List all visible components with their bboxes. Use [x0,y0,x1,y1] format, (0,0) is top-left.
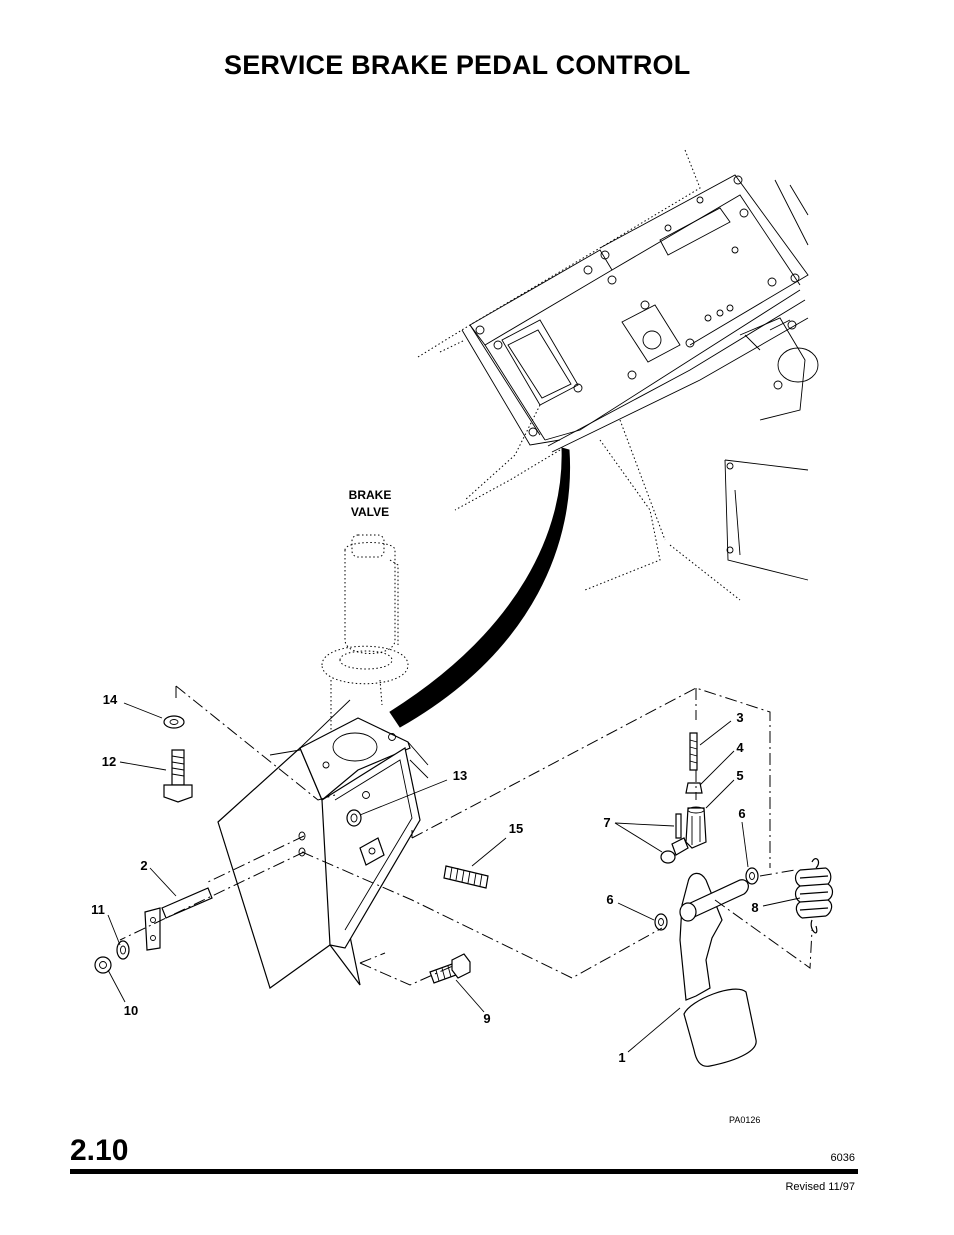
part-1-brake-pedal [679,872,757,1067]
callout-numbers: 1 2 3 4 5 6 6 7 8 9 10 11 12 13 14 15 [91,692,758,1065]
part-13-nut [346,809,362,827]
callout-14: 14 [103,692,118,707]
callout-15: 15 [509,821,523,836]
callout-12: 12 [102,754,116,769]
section-number: 2.10 [70,1134,129,1167]
callout-6-lower: 6 [606,892,613,907]
brake-valve-label-line2: VALVE [351,505,389,519]
callout-8: 8 [751,900,758,915]
part-15-stud [443,865,489,889]
part-12-bolt [163,749,193,803]
part-2-pivot-pin [144,887,213,951]
callout-3: 3 [736,710,743,725]
page-id: 6036 [830,1152,855,1164]
machine-frame [417,149,819,601]
part-6-washer-upper [745,867,759,885]
brake-valve-label-line1: BRAKE [349,488,392,502]
callout-5: 5 [736,768,743,783]
revision-date: Revised 11/97 [785,1181,855,1193]
part-9-bolt [429,953,471,984]
part-10-nut [94,956,112,974]
callout-11: 11 [91,902,105,917]
footer-rule [70,1169,858,1174]
callout-4: 4 [736,740,744,755]
callout-13: 13 [453,768,467,783]
figure-id: PA0126 [729,1115,761,1125]
part-14-lock-washer [163,715,185,729]
callout-6-upper: 6 [738,806,745,821]
part-7-clevis-pin [660,813,689,864]
callout-7: 7 [603,815,610,830]
callout-10: 10 [124,1003,138,1018]
part-11-lock-washer [116,940,130,960]
part-3-threaded-rod [689,732,698,771]
callout-leaders [107,702,801,1053]
part-5-clevis [685,806,707,849]
brake-valve [321,534,409,760]
phantom-assembly-lines [119,685,813,986]
part-4-nut [685,782,703,794]
part-6-washer-lower [654,913,668,931]
mounting-bracket [217,699,429,989]
callout-1: 1 [618,1050,625,1065]
part-8-spring [794,858,834,934]
page-title: SERVICE BRAKE PEDAL CONTROL [224,50,691,80]
location-indicator-curve [389,447,571,728]
callout-9: 9 [483,1011,490,1026]
square-pad [359,837,385,866]
callout-2: 2 [140,858,147,873]
